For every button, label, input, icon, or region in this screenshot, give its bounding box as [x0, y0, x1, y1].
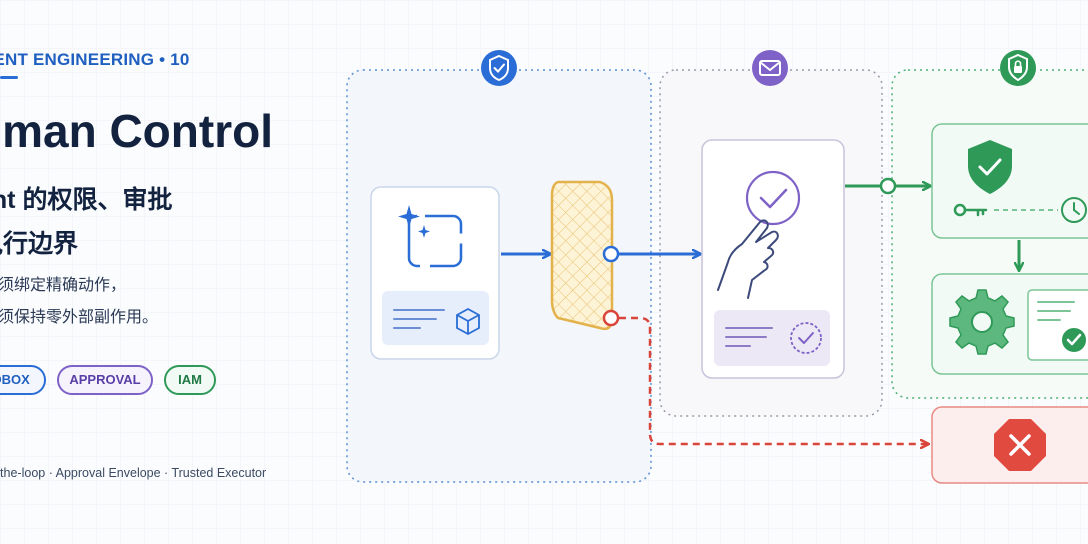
execution-result-card: [931, 273, 1088, 375]
agent-card: [370, 186, 500, 360]
rejected-card: [931, 406, 1088, 484]
approval-node: [879, 177, 897, 195]
page-subtitle: ent 的权限、审批 执行边界: [0, 178, 172, 266]
reject-path-arrow: [619, 316, 928, 444]
hand-icon: [717, 219, 779, 299]
check-circle-icon: [745, 170, 801, 226]
gear-icon: [949, 289, 1015, 355]
clock-icon: [1061, 197, 1087, 223]
policy-filter-gate: [550, 180, 614, 331]
section-kicker: GENT ENGINEERING • 10: [0, 50, 190, 69]
tag-approval[interactable]: APPROVAL: [57, 365, 153, 395]
seal-check-icon: [790, 322, 822, 354]
envelope-icon: [752, 50, 788, 86]
kicker-underline: [0, 76, 18, 79]
page-title: uman Control: [0, 105, 273, 157]
tag-sandbox[interactable]: DBOX: [0, 365, 46, 395]
lock-shield-icon: [1000, 50, 1036, 86]
reject-node: [602, 309, 620, 327]
sparkle-icon: [398, 205, 420, 228]
sandbox-shield-icon: [481, 50, 517, 86]
cube-icon: [456, 307, 480, 336]
check-badge-icon: [1060, 326, 1088, 354]
approval-card: [701, 139, 845, 379]
footnote: -in-the-loop · Approval Envelope · Trust…: [0, 466, 267, 480]
allow-node: [602, 245, 620, 263]
executor-card: [931, 123, 1088, 239]
shield-check-icon: [968, 140, 1012, 194]
description-line-2: 必须保持零外部副作用。: [0, 309, 159, 326]
description: 必须绑定精确动作， 必须保持零外部副作用。: [0, 270, 158, 334]
key-icon: [953, 203, 988, 217]
subtitle-line-2: 执行边界: [0, 230, 79, 258]
left-text-panel: GENT ENGINEERING • 10 uman Control ent 的…: [0, 0, 340, 544]
tag-iam[interactable]: IAM: [164, 365, 216, 395]
subtitle-line-1: ent 的权限、审批: [0, 186, 173, 214]
description-line-1: 必须绑定精确动作，: [0, 277, 127, 294]
